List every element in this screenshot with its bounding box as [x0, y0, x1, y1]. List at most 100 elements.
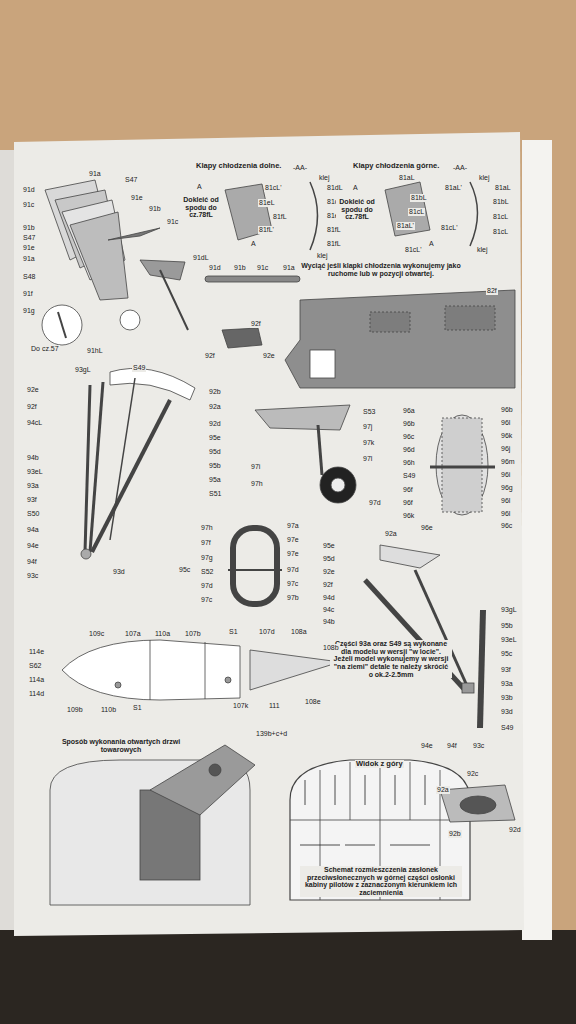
part-label: 96b — [500, 406, 514, 414]
section-title: Klapy chłodzenia górne. — [352, 162, 440, 170]
part-label: 91a — [88, 170, 102, 178]
part-label: 97h — [200, 524, 214, 532]
part-label: 81cL — [492, 228, 509, 236]
part-label: S48 — [22, 273, 36, 281]
part-label: 97e — [286, 536, 300, 544]
part-label: 97d — [200, 582, 214, 590]
part-label: 92b — [448, 830, 462, 838]
part-label: 97k — [362, 439, 375, 447]
section-title: Widok z góry — [355, 760, 404, 768]
part-label: 96k — [500, 432, 513, 440]
part-label: 93gL — [500, 606, 518, 614]
part-label: 139b+c+d — [255, 730, 288, 738]
part-label: 91c — [22, 201, 35, 209]
part-label: 94a — [26, 526, 40, 534]
part-label: 96f — [402, 499, 414, 507]
part-label: 81dL — [326, 184, 344, 192]
part-label: 96l — [500, 419, 511, 427]
part-label: 92f — [26, 403, 38, 411]
part-label: 111 — [268, 702, 281, 710]
part-label: 95e — [208, 434, 222, 442]
part-label: 81bL — [492, 198, 510, 206]
part-label: 93a — [500, 680, 514, 688]
part-label: 91a — [282, 264, 296, 272]
part-label: 95e — [322, 542, 336, 550]
part-label: S1 — [132, 704, 143, 712]
part-label: 92a — [384, 530, 398, 538]
part-label: 93eL — [500, 636, 518, 644]
part-label: klej — [316, 252, 329, 260]
part-label: 97l — [362, 455, 373, 463]
part-label: 96b — [402, 420, 416, 428]
part-label: 92c — [466, 770, 479, 778]
part-label: 97d — [368, 499, 382, 507]
part-label: 81eL — [258, 199, 276, 207]
part-label: 96e — [420, 524, 434, 532]
part-label: 91d — [22, 186, 36, 194]
part-label: 81fL — [272, 213, 288, 221]
part-label: 81aL — [494, 184, 512, 192]
part-label: 91f — [22, 290, 34, 298]
part-label: 97e — [286, 550, 300, 558]
part-label: 92d — [508, 826, 522, 834]
part-label: 95a — [208, 476, 222, 484]
part-label: 81fL' — [258, 226, 275, 234]
part-label: 81fL — [326, 226, 342, 234]
part-label: 109c — [88, 630, 105, 638]
part-label: S53 — [362, 408, 376, 416]
part-label: 91b — [22, 224, 36, 232]
part-label: 93f — [500, 666, 512, 674]
part-label: 92a — [208, 403, 222, 411]
note-text: Części 93a oraz S49 są wykonane dla mode… — [330, 640, 452, 678]
part-label: 97a — [286, 522, 300, 530]
part-label: 95c — [178, 566, 191, 574]
part-label: 92a — [436, 786, 450, 794]
part-label: Do cz.57 — [30, 345, 60, 353]
part-label: 91dL — [192, 254, 210, 262]
part-label: 95b — [500, 622, 514, 630]
part-label: 109b — [66, 706, 84, 714]
part-label: 96d — [402, 446, 416, 454]
part-label: 96g — [500, 484, 514, 492]
part-label: S1 — [228, 628, 239, 636]
part-label: 96a — [402, 407, 416, 415]
part-label: 96l — [500, 497, 511, 505]
part-label: 81cL' — [404, 246, 423, 254]
part-label: A — [196, 183, 203, 191]
part-label: 82f — [486, 287, 498, 295]
part-label: 114d — [28, 690, 45, 698]
part-label: 97c — [200, 596, 213, 604]
part-label: A — [428, 240, 435, 248]
part-label: 96c — [500, 522, 513, 530]
part-label: S51 — [208, 490, 222, 498]
part-label: 93eL — [26, 468, 44, 476]
note-text: Schemat rozmieszczenia zasłonek przeciws… — [300, 866, 462, 897]
part-label: 91hL — [86, 347, 104, 355]
part-label: A — [352, 184, 359, 192]
part-label: 93gL — [74, 366, 92, 374]
part-label: 96f — [402, 486, 414, 494]
part-label: 91a — [22, 255, 36, 263]
part-label: 97h — [250, 480, 264, 488]
part-label: 81fL — [326, 240, 342, 248]
note-text: Wyciąć jeśli klapki chłodzenia wykonujem… — [300, 262, 462, 277]
part-label: 107b — [184, 630, 202, 638]
part-label: 97g — [200, 554, 214, 562]
part-label: 97i — [250, 463, 261, 471]
part-label: 97d — [286, 566, 300, 574]
part-label: 91b — [233, 264, 247, 272]
part-label: 94f — [446, 742, 458, 750]
part-label: 97j — [362, 423, 373, 431]
part-label: 110a — [154, 630, 171, 638]
part-label: 93d — [112, 568, 126, 576]
part-label: 96i — [500, 471, 511, 479]
part-label: S49 — [402, 472, 416, 480]
part-label: 92f — [250, 320, 262, 328]
part-label: 92f — [204, 352, 216, 360]
part-label: 108a — [290, 628, 308, 636]
part-label: 81aL' — [396, 222, 415, 230]
part-label: S50 — [26, 510, 40, 518]
part-label: 81cL' — [440, 224, 459, 232]
part-label: 92e — [262, 352, 276, 360]
part-label: 94d — [322, 594, 336, 602]
